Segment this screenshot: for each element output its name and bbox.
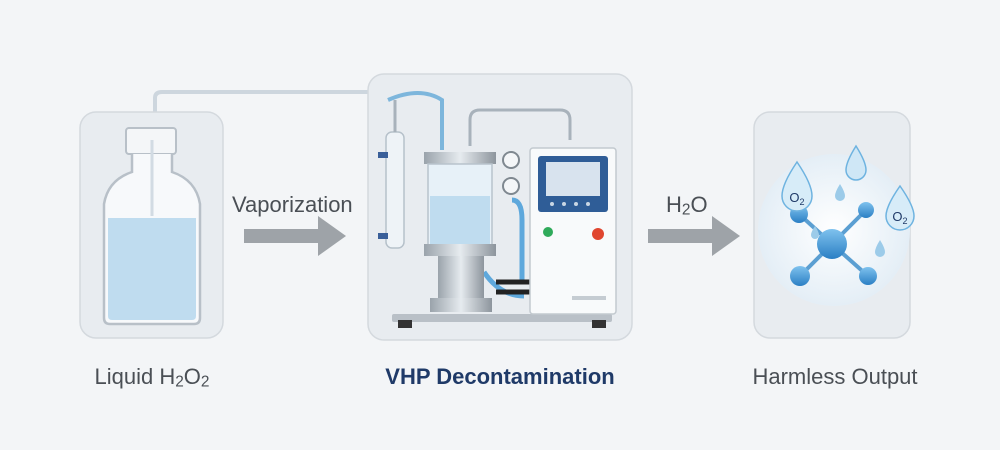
output-arrow (648, 216, 740, 256)
left-stage-label: Liquid H2O2 (52, 364, 252, 391)
vaporization-label: Vaporization (232, 192, 353, 218)
vaporization-arrow (244, 216, 346, 256)
center-stage-label: VHP Decontamination (330, 364, 670, 390)
h2o-output-label: H2O (666, 192, 708, 219)
right-stage-label: Harmless Output (730, 364, 940, 390)
